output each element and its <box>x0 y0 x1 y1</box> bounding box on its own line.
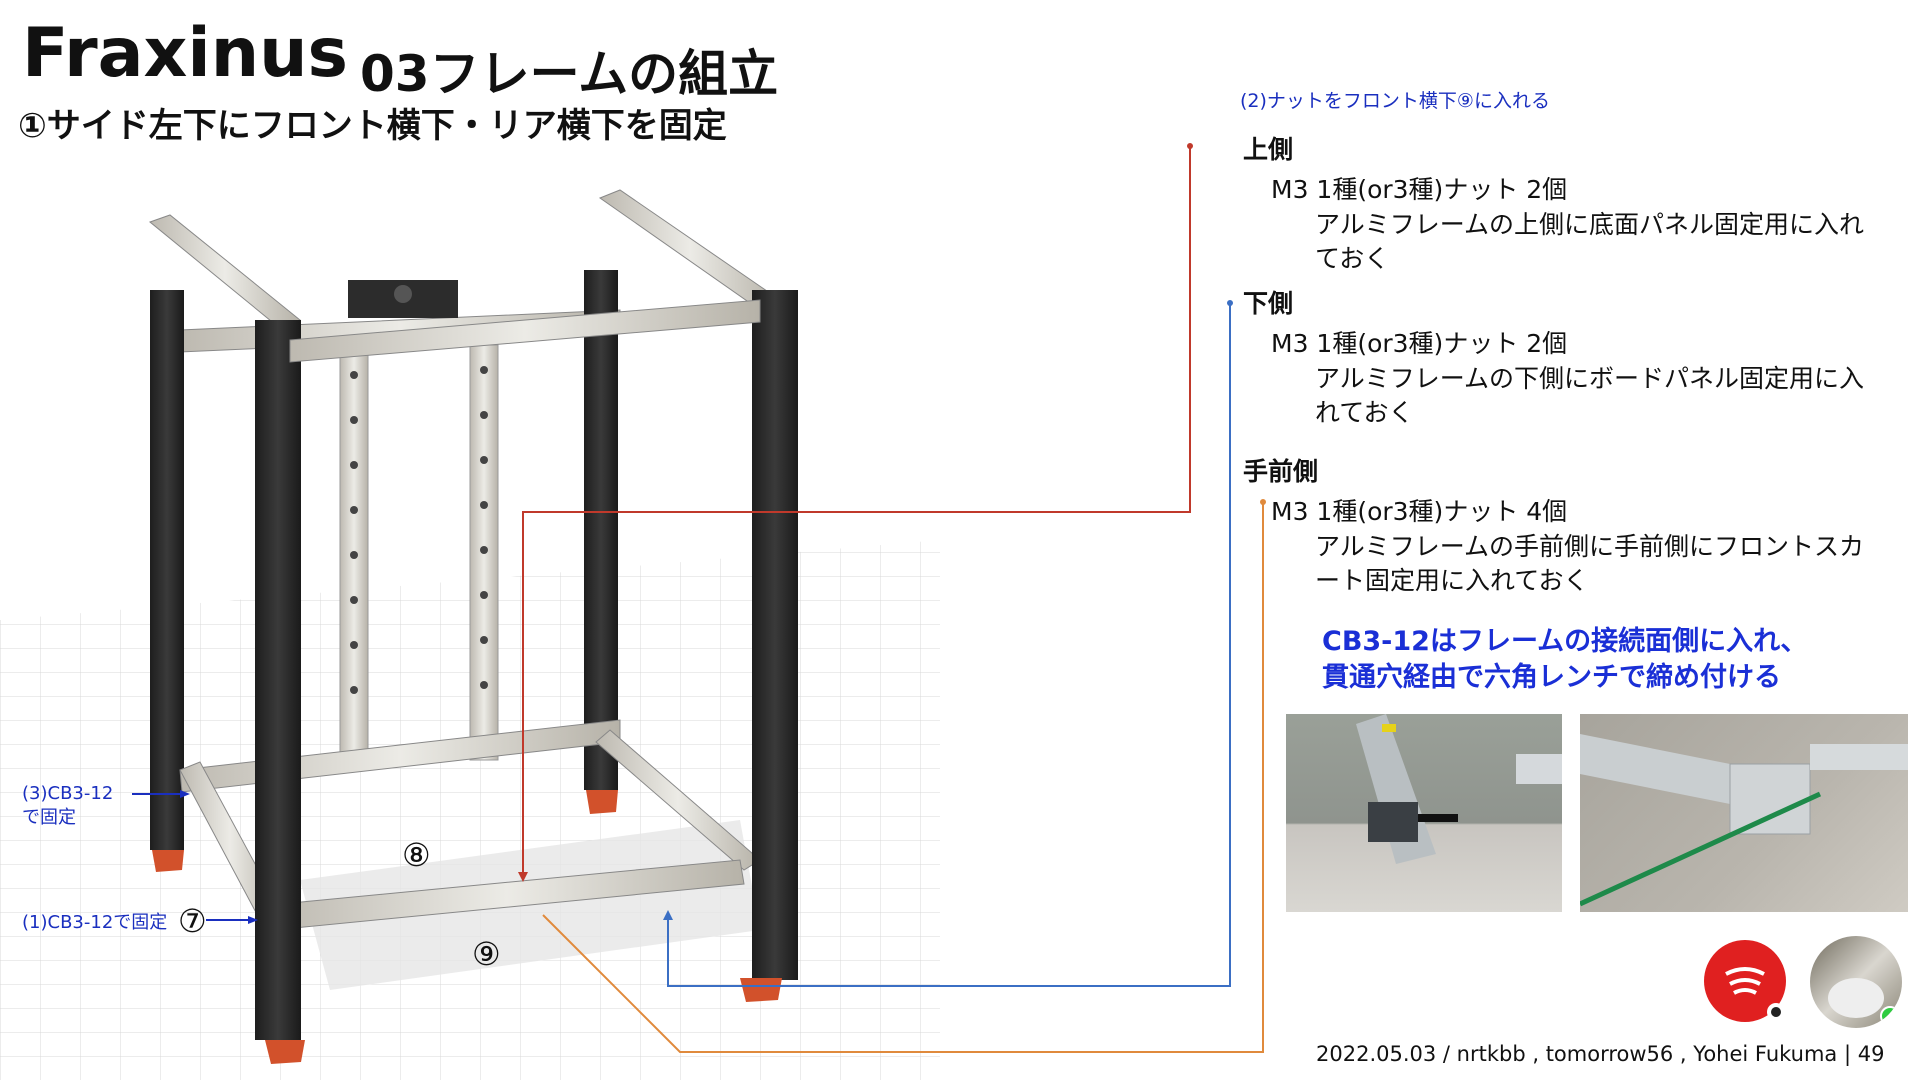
brand-title: Fraxinus <box>22 14 348 93</box>
callout-line-upper <box>522 146 1191 880</box>
section-front-desc: アルミフレームの手前側に手前側にフロントスカート固定用に入れておく <box>1315 532 1865 595</box>
photo-hex-wrench <box>1580 714 1908 912</box>
part-number-9: ⑨ <box>472 935 501 973</box>
floor-grid <box>0 540 940 1080</box>
post-rear-right <box>584 270 618 790</box>
section-upper: 上側 M3 1種(or3種)ナット 2個 アルミフレームの上側に底面パネル固定用… <box>1243 130 1875 276</box>
cb3-fix-label-3-line2: で固定 <box>22 807 76 828</box>
part-number-8: ⑧ <box>402 836 431 874</box>
cb3-fix-label-3: (3)CB3-12 で固定 <box>22 782 113 830</box>
nut-insert-note: (2)ナットをフロント横下⑨に入れる <box>1240 90 1550 112</box>
section-title: 03フレームの組立 <box>360 45 779 103</box>
post-rear-left <box>150 290 184 850</box>
callout-line-front <box>542 502 1264 1053</box>
photo-bolt-insertion <box>1286 714 1562 912</box>
cb3-instruction-line1: CB3-12はフレームの接続面側に入れ、 <box>1322 626 1808 657</box>
section-lower-heading: 下側 <box>1243 289 1294 318</box>
side-bottom-rail-right <box>595 729 761 871</box>
step-title: ①サイド左下にフロント横下・リア横下を固定 <box>18 106 727 146</box>
cb3-fix-label-3-line1: (3)CB3-12 <box>22 783 114 804</box>
callout-line-lower <box>667 303 1231 987</box>
section-lower-desc: アルミフレームの下側にボードパネル固定用に入れておく <box>1315 364 1865 427</box>
section-front-heading: 手前側 <box>1243 457 1319 486</box>
frame-assembly-illustration <box>0 189 940 1080</box>
section-lower: 下側 M3 1種(or3種)ナット 2個 アルミフレームの下側にボードパネル固定… <box>1243 284 1875 430</box>
avatar <box>1810 936 1902 1028</box>
logo-red-circle <box>1704 940 1786 1022</box>
section-front: 手前側 M3 1種(or3種)ナット 4個 アルミフレームの手前側に手前側にフロ… <box>1243 452 1875 598</box>
section-upper-desc: アルミフレームの上側に底面パネル固定用に入れておく <box>1315 210 1865 273</box>
post-front-right <box>752 290 798 980</box>
spiral-icon <box>1725 967 1785 1021</box>
post-front-left <box>255 320 301 1040</box>
top-front-crossbar <box>289 299 761 363</box>
section-upper-item: M3 1種(or3種)ナット 2個 <box>1271 175 1568 204</box>
section-lower-item: M3 1種(or3種)ナット 2個 <box>1271 329 1568 358</box>
footer-credit: 2022.05.03 / nrtkbb , tomorrow56 , Yohei… <box>1316 1042 1885 1066</box>
cb3-instruction-note: CB3-12はフレームの接続面側に入れ、 貫通穴経由で六角レンチで締め付ける <box>1322 624 1807 696</box>
section-front-item: M3 1種(or3種)ナット 4個 <box>1271 497 1568 526</box>
cb3-instruction-line2: 貫通穴経由で六角レンチで締め付ける <box>1322 662 1781 693</box>
part-number-7: ⑦ <box>178 902 207 940</box>
section-upper-heading: 上側 <box>1243 135 1294 164</box>
cb3-fix-label-1: (1)CB3-12で固定 <box>22 912 168 933</box>
